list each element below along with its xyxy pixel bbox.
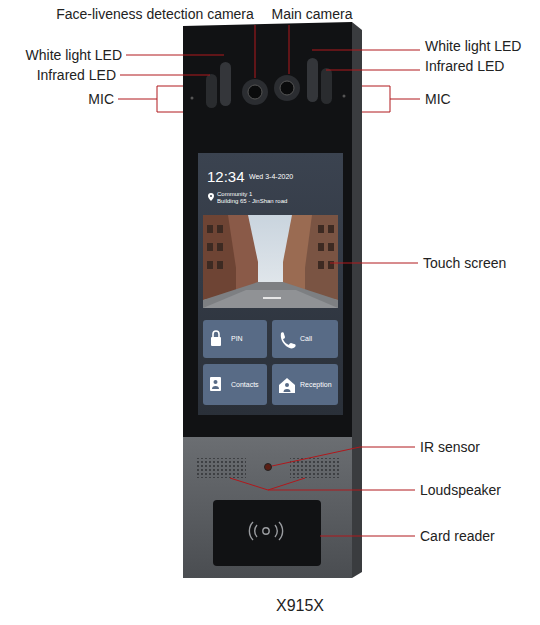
callout-label: Touch screen <box>423 255 506 271</box>
address-text: Building 65 - JinShan road <box>217 198 287 205</box>
address-text: Community 1 <box>217 191 252 198</box>
callout-label: Loudspeaker <box>420 482 501 498</box>
clock-text: 12:34 <box>207 168 245 185</box>
leader-lines <box>118 25 420 536</box>
date-text: Wed 3-4-2020 <box>249 173 293 181</box>
callout-label: Main camera <box>272 6 353 22</box>
callout-label: Infrared LED <box>425 58 504 74</box>
button-label: PIN <box>231 335 243 343</box>
screen-button: PIN <box>203 320 267 358</box>
callout-label: Card reader <box>420 528 495 544</box>
callout-label: MIC <box>425 91 451 107</box>
callout-label: White light LED <box>26 47 122 63</box>
callout-label: IR sensor <box>420 439 480 455</box>
screen-button: Reception <box>272 364 338 405</box>
callout-label: Face-liveness detection camera <box>56 6 254 22</box>
device-caption: X915X <box>276 597 324 615</box>
callout-label: Infrared LED <box>37 67 116 83</box>
button-label: Call <box>300 335 312 343</box>
button-label: Reception <box>300 381 332 389</box>
screen-button: Contacts <box>203 364 267 405</box>
callout-label: White light LED <box>425 38 521 54</box>
screen-button: Call <box>272 320 338 358</box>
callout-label: MIC <box>88 91 114 107</box>
button-label: Contacts <box>231 381 259 389</box>
